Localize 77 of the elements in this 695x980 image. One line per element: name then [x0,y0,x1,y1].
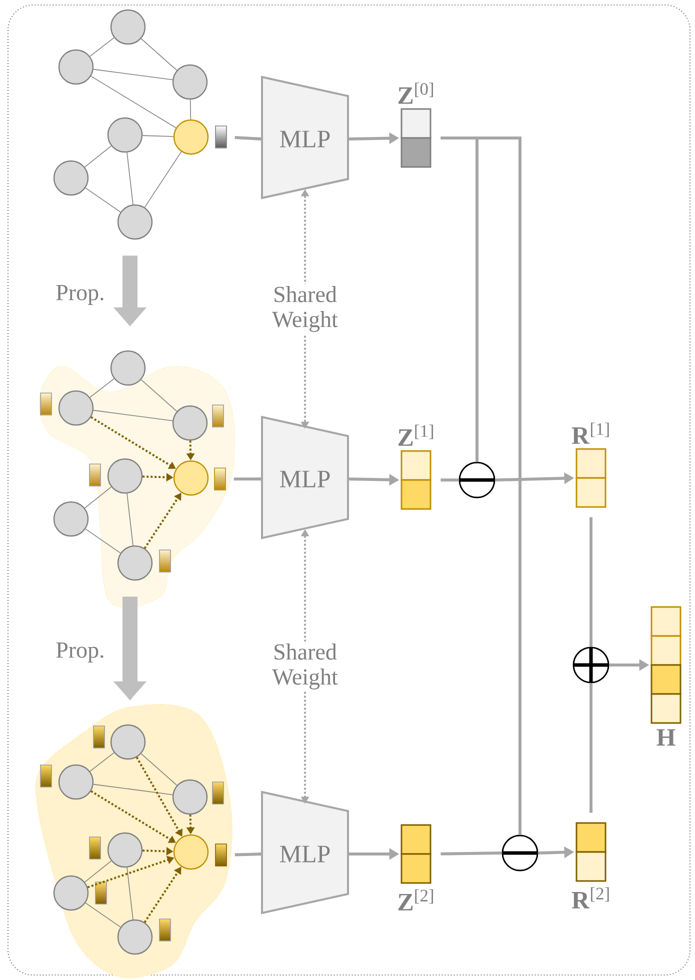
feature-bar [214,468,226,490]
vector-label: H [656,729,676,746]
feature-bar [215,844,227,866]
vector-label: Z$^{[0]}$ [398,82,433,104]
connector [140,38,178,71]
graph-node [173,119,209,155]
connector [126,867,134,920]
graph-node [172,779,208,815]
feature-bar [89,836,101,860]
subtract-operator [502,834,538,872]
edge-label: Prop. [56,285,104,305]
connector [440,478,459,482]
connector [90,378,114,398]
vector-label: Z$^{[2]}$ [398,889,433,910]
connector [93,784,173,796]
vector-label: R$^{[1]}$ [572,422,609,444]
connector [93,410,173,422]
graph-node [172,405,208,441]
feature-bar [89,464,101,486]
feature-bar [215,126,227,148]
connector [84,860,112,882]
feature-bar [159,918,171,942]
edge-label: Shared Weight [253,284,357,334]
connector [190,99,192,120]
graph-node [58,49,94,85]
connector [85,528,121,554]
graph-node [53,160,89,196]
graph-node [107,117,143,153]
connector [126,152,134,205]
graph-node [107,832,143,868]
graph-node [172,64,208,100]
connector [140,753,178,786]
connector [126,493,134,546]
graph-node [58,764,94,800]
connector [590,683,592,813]
connector [85,188,121,212]
add-operator [572,646,610,684]
connector [90,37,114,57]
edge-label: Shared Weight [253,642,357,692]
connector [84,486,112,508]
vector-label: Z$^{[1]}$ [398,424,433,446]
graph-node [53,501,89,537]
connector [590,517,592,647]
connector [234,478,262,480]
connector [144,151,182,208]
connector [234,852,262,856]
connector [142,135,174,137]
connector [234,136,262,140]
feature-bar [40,392,52,416]
graph-node [117,545,153,581]
graph-node [107,458,143,494]
graph-node [110,350,146,386]
feature-bar [159,550,171,572]
subtract-operator [458,462,496,498]
edge-label: Prop. [56,642,104,662]
graph-node [117,204,153,240]
feature-bar [40,764,52,788]
graph-node [117,919,153,955]
vector-label: R$^{[2]}$ [572,887,609,908]
feature-bar [212,404,224,428]
connector [93,68,173,80]
graph-node [110,724,146,760]
feature-bar [95,882,107,904]
connector [140,379,178,412]
connector [84,146,112,168]
connector [440,852,502,856]
graph-node [58,390,94,426]
connector [85,902,121,928]
graph-node [53,875,89,911]
graph-node [173,460,209,496]
feature-bar [93,726,105,748]
connector [90,752,114,772]
connector [440,136,522,835]
graph-node [110,9,146,45]
connector [90,76,176,128]
graph-node [173,834,209,870]
feature-bar [212,782,224,804]
